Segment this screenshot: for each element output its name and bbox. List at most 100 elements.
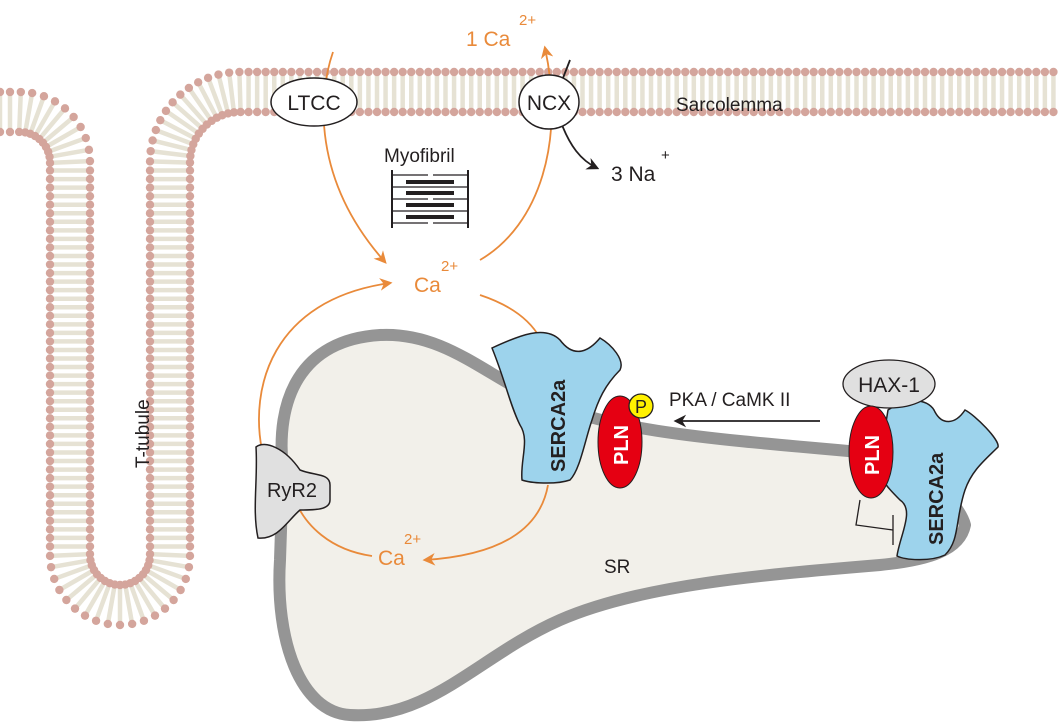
lipid-head [145, 379, 155, 389]
lipid-head [415, 67, 425, 77]
lipid-head [441, 67, 450, 77]
lipid-head [424, 67, 433, 77]
lipid-tail [150, 148, 191, 159]
lipid-head [185, 439, 195, 449]
lipid-tail [137, 576, 167, 611]
lipid-head [449, 67, 459, 77]
lipid-head [85, 311, 95, 320]
serca-uptake-line [479, 294, 541, 339]
ltcc-influx-arrow [322, 51, 387, 264]
lipid-head [1032, 67, 1041, 77]
sarcolemma-membrane [0, 67, 1058, 630]
lipid-head [655, 107, 664, 117]
lipid-head [458, 67, 467, 77]
lipid-head [145, 422, 155, 432]
lipid-head [148, 136, 157, 145]
lipid-head [145, 337, 155, 346]
serca2a-right[interactable]: SERCA2a [879, 400, 999, 561]
lipid-head [698, 107, 707, 117]
lipid-head [193, 78, 203, 87]
lipid-head [886, 67, 895, 77]
lipid-head [185, 328, 195, 338]
lipid-head [85, 456, 95, 466]
lipid-head [449, 107, 459, 117]
lipid-head [145, 243, 155, 252]
phosphate-group: P [628, 393, 654, 419]
lipid-head [185, 166, 195, 175]
lipid-head [980, 107, 990, 117]
lipid-head [441, 107, 450, 117]
lipid-head [145, 431, 155, 440]
lipid-head [85, 337, 95, 346]
lipid-head [145, 362, 155, 372]
lipid-head [655, 67, 664, 77]
lipid-tail [47, 135, 87, 154]
lipid-head [364, 67, 373, 77]
lipid-head [603, 107, 613, 117]
lipid-head [706, 67, 716, 77]
lipid-head [586, 107, 596, 117]
lipid-head [329, 67, 339, 77]
lipid-head [185, 174, 195, 184]
hax1-protein[interactable]: HAX-1 [842, 359, 936, 409]
lipid-head [877, 107, 887, 117]
lipid-head [809, 67, 818, 77]
lipid-head [45, 431, 55, 440]
ryr2-channel[interactable]: RyR2 [254, 443, 331, 539]
lipid-head [381, 67, 390, 77]
lipid-head [5, 87, 15, 97]
ryr2-label: RyR2 [267, 480, 317, 502]
myofibril-label: Myofibril [384, 146, 455, 167]
myofibril-icon [391, 170, 469, 228]
lipid-tail [133, 579, 157, 617]
lipid-head [45, 508, 55, 517]
lipid-head [578, 67, 587, 77]
pln-right[interactable]: PLN [848, 405, 894, 499]
lipid-head [85, 549, 95, 559]
lipid-head [80, 611, 90, 620]
lipid-head [161, 106, 171, 116]
lipid-head [715, 67, 724, 77]
lipid-tail [237, 71, 243, 113]
lipid-head [185, 311, 195, 320]
lipid-head [235, 67, 244, 77]
lipid-head [85, 285, 95, 295]
lipid-head [706, 107, 716, 117]
lipid-head [783, 107, 793, 117]
pln-left[interactable]: PLN [597, 395, 643, 489]
lipid-head [185, 405, 195, 414]
ca-cytosol-charge: 2+ [441, 258, 458, 275]
lipid-tail [164, 109, 201, 136]
lipid-head [85, 397, 95, 406]
ncx-exchanger[interactable]: NCX [518, 74, 580, 130]
lipid-head [84, 145, 94, 155]
lipid-head [355, 67, 365, 77]
lipid-head [775, 67, 784, 77]
lipid-tail [205, 77, 225, 117]
lipid-head [860, 67, 870, 77]
lipid-head [758, 107, 767, 117]
ltcc-channel[interactable]: LTCC [270, 77, 358, 127]
lipid-head [629, 67, 639, 77]
lipid-head [145, 320, 155, 329]
lipid-head [185, 482, 195, 491]
lipid-head [85, 320, 95, 329]
lipid-head [672, 67, 681, 77]
na-efflux-count: 3 Na [611, 163, 656, 186]
lipid-head [145, 251, 155, 261]
ncx-stub-line [562, 59, 571, 79]
lipid-head [903, 107, 913, 117]
lipid-head [185, 277, 195, 286]
lipid-head [81, 133, 90, 143]
lipid-head [929, 107, 938, 117]
lipid-head [946, 107, 955, 117]
ca-sr-symbol: Ca [378, 547, 405, 570]
lipid-head [261, 67, 270, 77]
lipid-head [45, 191, 55, 201]
lipid-head [85, 371, 95, 380]
serca2a-left[interactable]: SERCA2a [491, 331, 622, 484]
lipid-head [45, 499, 55, 508]
lipid-head [85, 448, 95, 457]
lipid-head [85, 533, 95, 543]
serca2a-right-label: SERCA2a [926, 452, 948, 545]
